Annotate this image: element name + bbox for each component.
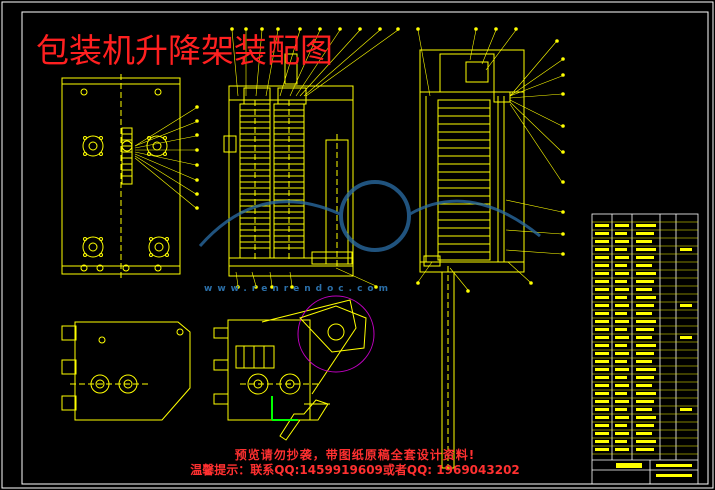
leaders-section-top (230, 27, 400, 97)
side-view-frame (419, 49, 525, 470)
parts-list-rows (592, 221, 698, 455)
watermark-url: www.renrendoc.com (204, 284, 393, 294)
section-view-bellows (223, 53, 354, 277)
front-view-plate (61, 74, 181, 278)
sheet-inner-frame (21, 11, 709, 485)
leaders-side-view (416, 27, 565, 293)
bellows-left (239, 100, 271, 262)
bracket-view (61, 321, 191, 421)
bellows-right (273, 100, 305, 262)
notice-line-1: 预览请勿抄袭，带图纸原稿全套设计资料! (234, 448, 476, 462)
leaders-front-view (134, 105, 199, 210)
hole-group-lower-left (82, 236, 104, 258)
hole-group-lower-right (148, 236, 170, 258)
drawing-title: 包装机升降架装配图 (36, 31, 333, 70)
notice-line-2: 温馨提示：联系QQ:1459919609或者QQ: 1969043202 (190, 463, 520, 477)
cam-circle (297, 295, 375, 373)
center-rack (121, 127, 133, 185)
side-bellows (437, 99, 491, 261)
hole-group-upper-left (82, 135, 104, 157)
leaders-section-bottom (235, 267, 378, 289)
watermark-logo (198, 180, 541, 252)
ucs-axis-icon (271, 396, 298, 421)
parts-list-text-marks (595, 224, 692, 477)
parts-list-table (591, 213, 699, 485)
hole-group-upper-right (146, 135, 168, 157)
